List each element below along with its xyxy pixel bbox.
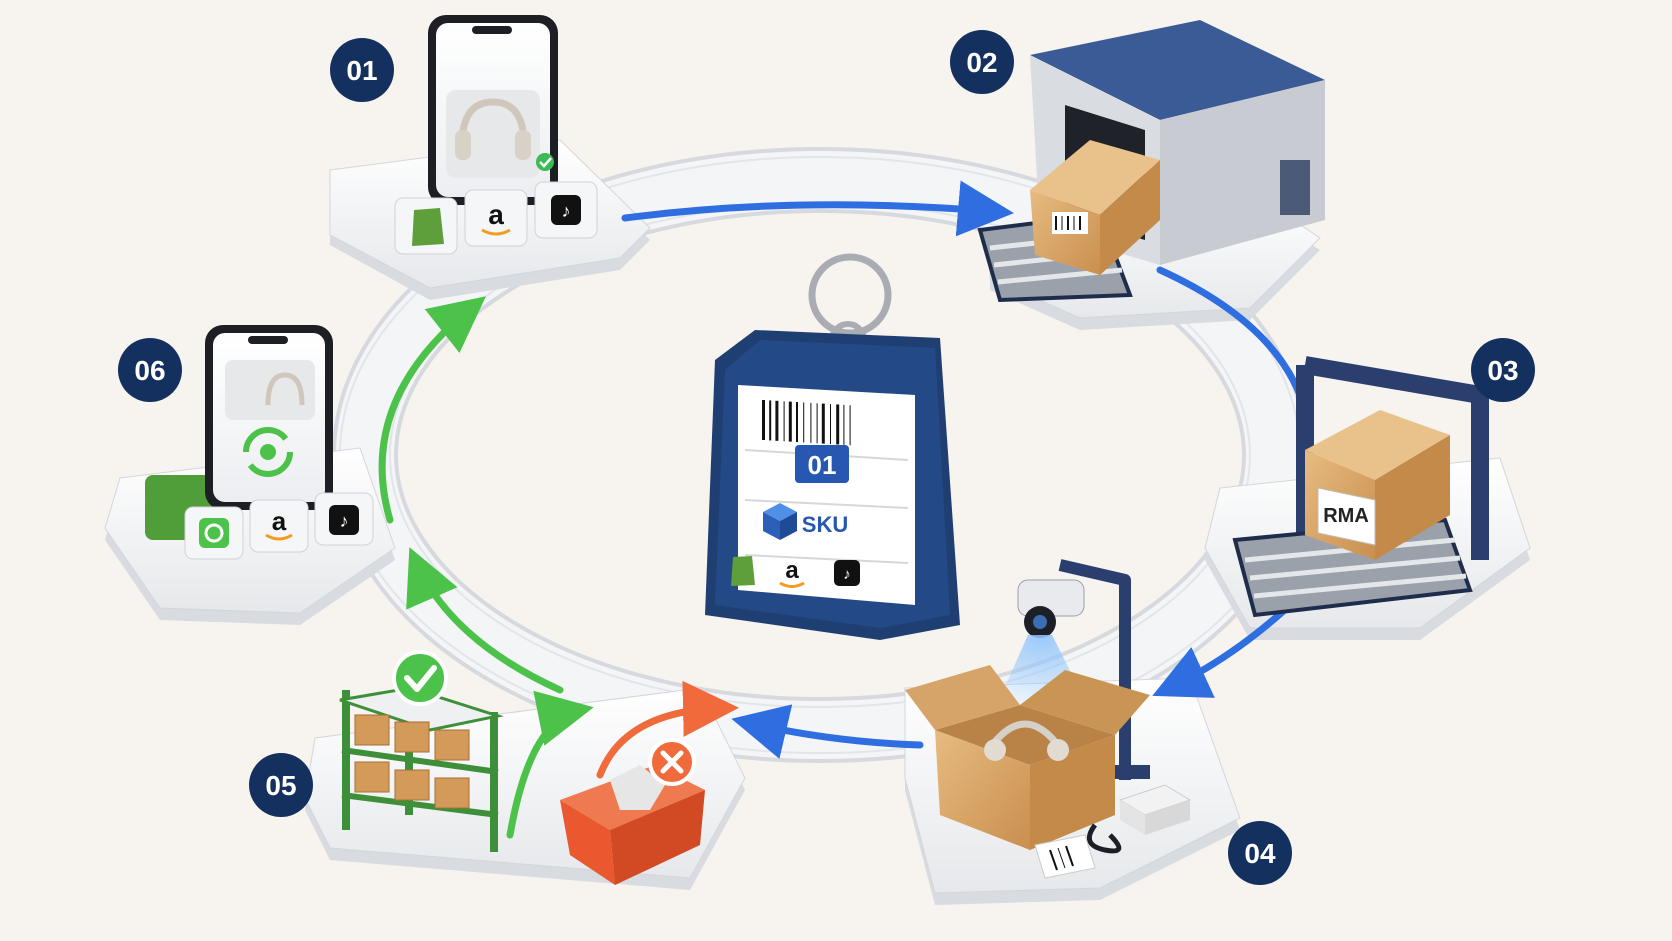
checkmark-icon: [536, 153, 554, 171]
accessory-box: [1118, 784, 1192, 835]
step-number-03: 03: [1487, 355, 1518, 386]
station-03-rma-check: RMA: [1232, 356, 1489, 618]
flow-arrow-05-06: [406, 547, 564, 694]
accept-badge: [392, 650, 448, 706]
step-badges: 01 02 03 04 05 06: [118, 30, 1535, 885]
package-box-02: [1030, 140, 1160, 275]
step-badge-03: 03: [1471, 338, 1535, 402]
step-number-06: 06: [134, 355, 165, 386]
step-badge-05: 05: [249, 753, 313, 817]
step-number-01: 01: [346, 55, 377, 86]
svg-text:♪: ♪: [843, 566, 851, 583]
flow-arrow-reject: [596, 680, 739, 779]
flow-arrow-01-02: [621, 180, 1014, 237]
station-05-disposition: [339, 650, 705, 885]
flow-arrows: [378, 180, 1304, 839]
rma-label-text: RMA: [1323, 505, 1369, 527]
headphones-icon: [455, 98, 531, 160]
barcode-bar: [836, 404, 840, 445]
cube-icon: [763, 503, 797, 540]
sku-label: SKU: [802, 512, 848, 537]
open-box-04: [905, 665, 1150, 850]
center-sku-tag: 01 SKU a ♪: [705, 253, 960, 640]
step-badge-02: 02: [950, 30, 1014, 94]
key-ring: [808, 253, 892, 337]
amazon-icon: a: [272, 506, 287, 536]
flow-arrow-02-03: [1156, 266, 1304, 399]
barcode-bar: [803, 402, 805, 443]
station-02-warehouse: [977, 20, 1325, 303]
barcode-bar: [769, 400, 772, 441]
barcode-sticker: [1034, 834, 1096, 879]
marketplace-tiles-01: a ♪: [394, 181, 598, 255]
flow-arrow-04-05: [731, 704, 924, 759]
refresh-icon: [199, 518, 229, 548]
barcode-bar: [762, 400, 765, 440]
cable: [1086, 823, 1122, 854]
step-badge-04: 04: [1228, 821, 1292, 885]
barcode-bar: [783, 401, 785, 442]
amazon-icon: a: [488, 199, 504, 230]
rma-label: RMA: [1317, 487, 1376, 546]
step-number-05: 05: [265, 770, 296, 801]
barcode-bar: [843, 404, 845, 445]
tiktok-icon: [834, 560, 860, 586]
barcode-bar: [816, 403, 818, 444]
refresh-icon: [243, 427, 293, 477]
step-number-02: 02: [966, 47, 997, 78]
step-badge-01: 01: [330, 38, 394, 102]
shopify-icon: [412, 208, 444, 246]
barcode-bar: [788, 401, 792, 442]
tiktok-icon: [551, 195, 581, 225]
reject-badge: [648, 738, 696, 786]
barcode-bar: [830, 404, 831, 445]
tag-number-box: [795, 445, 849, 483]
camera-icon: [1017, 579, 1085, 638]
checkmark-icon: [392, 650, 448, 706]
svg-text:♪: ♪: [340, 511, 349, 531]
barcode-bar: [821, 403, 825, 444]
restock-shelf: [339, 680, 504, 852]
barcode-bar: [775, 400, 779, 441]
flow-arrow-03-04: [1152, 601, 1294, 698]
station-04-inspection: [905, 559, 1192, 879]
shopify-icon: [731, 556, 755, 586]
conveyor-03: [1232, 517, 1473, 618]
tag-number: 01: [808, 450, 837, 480]
svg-text:♪: ♪: [562, 201, 571, 221]
barcode-bar: [849, 405, 851, 446]
barcode-bar: [810, 402, 812, 443]
station-06-refund: a ♪: [145, 325, 374, 560]
marketplace-tiles-06: a ♪: [184, 492, 374, 560]
conveyor-track: [332, 147, 1308, 763]
barcode-bar: [796, 402, 798, 443]
flow-arrow-restock: [506, 690, 594, 839]
station-01-order: a ♪: [394, 15, 598, 255]
flow-arrow-06-01: [378, 296, 486, 524]
amazon-icon: a: [785, 557, 799, 584]
barcode: [762, 400, 851, 446]
tag-marketplace-icons: a ♪: [731, 556, 860, 588]
tiktok-icon: [329, 505, 359, 535]
step-badge-06: 06: [118, 338, 182, 402]
step-number-04: 04: [1244, 838, 1276, 869]
